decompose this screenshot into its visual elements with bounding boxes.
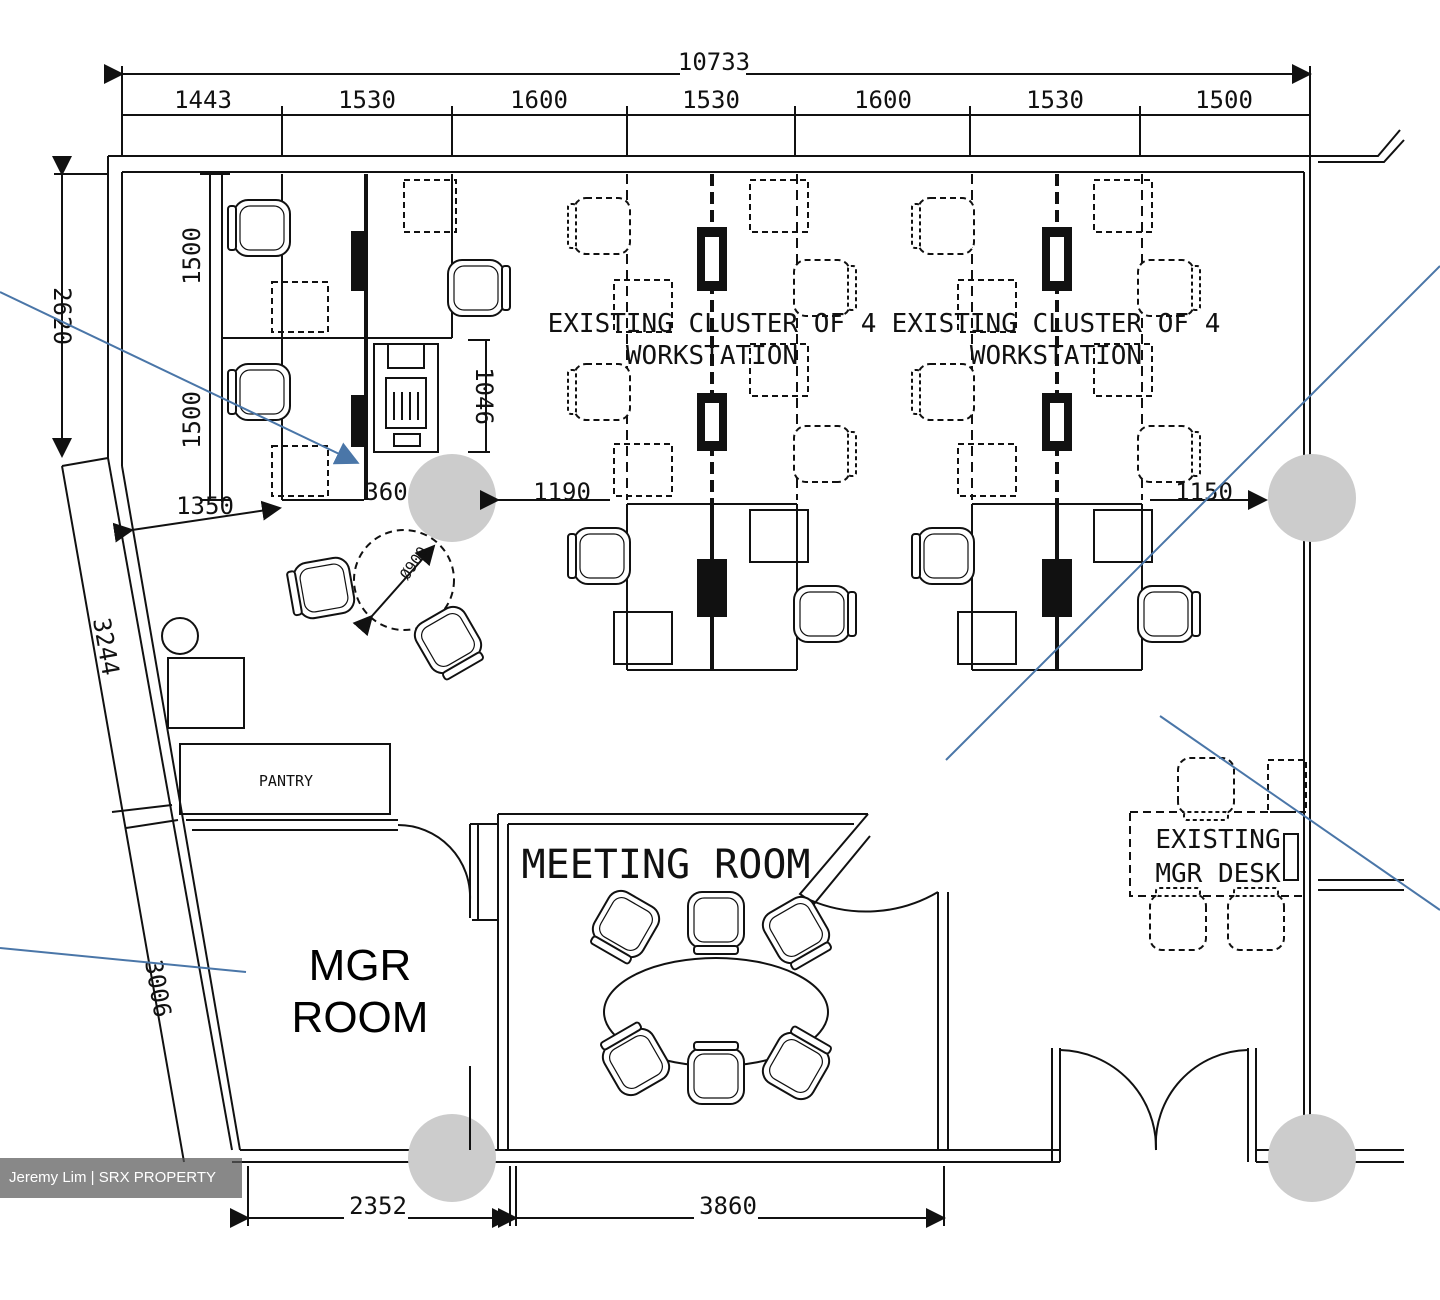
entry-door: [1051, 1048, 1257, 1162]
pantry-counter: [161, 617, 391, 815]
mgr-desk-label-line1: EXISTING: [1155, 825, 1280, 855]
structural-columns: [408, 454, 1356, 1202]
cluster-b-label-line1: EXISTING CLUSTER OF 4: [892, 309, 1221, 339]
dim-bay-1: 1500: [178, 227, 206, 285]
cluster-b: [957, 174, 1153, 671]
cluster-a: [613, 174, 809, 671]
dim-seg-4: 1530: [682, 86, 740, 114]
dim-left-height: 2620: [48, 287, 76, 345]
dim-seg-7: 1500: [1195, 86, 1253, 114]
top-dimensions: [104, 64, 1312, 156]
dim-cabinet: 1046: [470, 367, 498, 425]
dim-offset-360: 360: [364, 478, 407, 506]
watermark: Jeremy Lim | SRX PROPERTY: [0, 1158, 242, 1198]
cluster-b-label-line2: WORKSTATION: [970, 341, 1142, 371]
top-dimension-labels: 10733 1443 1530 1600 1530 1600 1530 1500: [174, 48, 1253, 114]
mgr-desk-label-line2: MGR DESK: [1155, 859, 1281, 889]
dim-offset-1350: 1350: [176, 492, 234, 520]
annotation-lines: [0, 265, 1440, 973]
left-dimension-labels: 2620 1500 1500 1350 3244 3006: [48, 227, 234, 1019]
left-dimensions: [52, 156, 282, 813]
meeting-room-label: MEETING ROOM: [522, 842, 811, 888]
mgr-desk: [1129, 759, 1307, 897]
round-table: [352, 529, 455, 637]
pantry-label: PANTRY: [259, 772, 313, 790]
mgr-room-label-line1: MGR: [308, 941, 412, 990]
dim-span-1190: 1190: [533, 478, 591, 506]
left-chairs: [227, 199, 511, 421]
dim-table-diameter: Ø900: [396, 543, 431, 583]
dim-diagonal-upper: 3244: [87, 616, 125, 678]
dim-overall-width: 10733: [678, 48, 750, 76]
dim-bottom-left: 2352: [349, 1192, 407, 1220]
dim-diagonal-lower: 3006: [139, 958, 177, 1020]
dim-bay-2: 1500: [178, 391, 206, 449]
dim-seg-3: 1600: [510, 86, 568, 114]
cluster-a-label-line1: EXISTING CLUSTER OF 4: [548, 309, 877, 339]
dim-bottom-right: 3860: [699, 1192, 757, 1220]
dim-seg-2: 1530: [338, 86, 396, 114]
dim-seg-5: 1600: [854, 86, 912, 114]
meeting-table: [583, 884, 839, 1106]
mgr-room-label: MGR ROOM: [248, 918, 472, 1066]
dim-seg-1: 1443: [174, 86, 232, 114]
cluster-a-label-line2: WORKSTATION: [626, 341, 798, 371]
dim-seg-6: 1530: [1026, 86, 1084, 114]
mgr-room-label-line2: ROOM: [291, 993, 429, 1042]
